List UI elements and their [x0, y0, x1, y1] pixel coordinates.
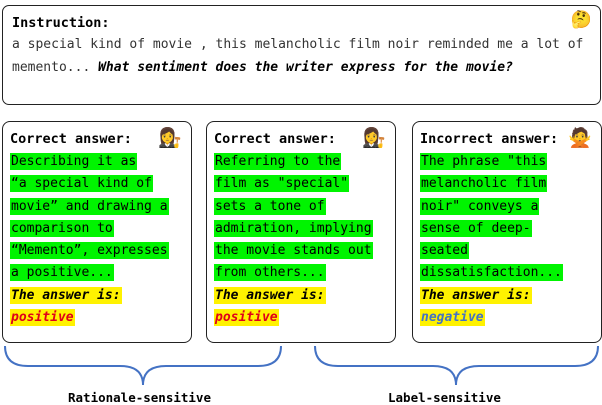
answer-label: negative: [420, 309, 485, 327]
label-brace: [314, 345, 599, 386]
rationale-line: noir" conveys a: [420, 197, 540, 215]
rationale-line: admiration, implying: [214, 219, 373, 237]
label-sensitive-label: Label-sensitive: [388, 390, 501, 405]
rationale-line: “Memento”, expresses: [10, 242, 169, 260]
rationale-line: “a special kind of: [10, 175, 153, 193]
answer-label: positive: [10, 309, 75, 327]
card-title: Correct answer:: [214, 131, 336, 147]
judge-icon: 👩‍⚖️: [158, 127, 182, 149]
rationale-line: Describing it as: [10, 153, 138, 170]
rationale-text: Referring to the film as "special" sets …: [214, 151, 389, 285]
grouping-braces: [4, 345, 599, 386]
answer-card-3: Incorrect answer: 🙅 The phrase "this mel…: [412, 121, 602, 343]
answer-card-1: Correct answer: 👩‍⚖️ Describing it as “a…: [2, 121, 192, 343]
answer-block: The answer is: positive: [214, 285, 389, 330]
answer-label: positive: [214, 309, 279, 327]
rationale-line: movie” and drawing a: [10, 197, 169, 215]
rationale-sensitive-label: Rationale-sensitive: [68, 390, 211, 405]
answer-prefix: The answer is:: [214, 286, 326, 304]
instruction-body: a special kind of movie , this melanchol…: [12, 34, 590, 79]
answer-prefix: The answer is:: [420, 286, 532, 304]
rationale-line: sense of deep-: [420, 219, 532, 237]
rationale-line: sets a tone of: [214, 197, 326, 215]
instruction-title: Instruction:: [12, 15, 110, 31]
answer-card-2: Correct answer: 👩‍⚖️ Referring to the fi…: [206, 121, 396, 343]
answer-block: The answer is: positive: [10, 285, 185, 330]
thinking-face-icon: 🤔: [570, 10, 592, 30]
answer-block: The answer is: negative: [420, 285, 595, 330]
rationale-text: The phrase "this melancholic film noir" …: [420, 151, 595, 285]
judge-icon: 👩‍⚖️: [362, 127, 386, 149]
instruction-text: a special kind of movie , this melanchol…: [12, 37, 584, 75]
rationale-line: Referring to the: [214, 153, 342, 170]
card-title: Incorrect answer:: [420, 131, 559, 147]
rationale-line: comparison to: [10, 219, 114, 237]
rationale-line: melancholic film: [420, 175, 548, 193]
answer-prefix: The answer is:: [10, 286, 122, 304]
rationale-text: Describing it as “a special kind of movi…: [10, 151, 185, 285]
rationale-line: The phrase "this: [420, 153, 548, 170]
rationale-line: the movie stands out: [214, 242, 373, 260]
card-title: Correct answer:: [10, 131, 132, 147]
rationale-brace: [4, 345, 282, 386]
rationale-line: seated: [420, 242, 469, 260]
gesturing-no-icon: 🙅: [568, 127, 592, 149]
instruction-box: Instruction: a special kind of movie , t…: [2, 5, 601, 105]
instruction-question: What sentiment does the writer express f…: [98, 59, 513, 75]
rationale-line: film as "special": [214, 175, 350, 193]
rationale-line: dissatisfaction...: [420, 264, 563, 282]
rationale-line: from others...: [214, 264, 326, 282]
rationale-line: a positive...: [10, 264, 114, 282]
